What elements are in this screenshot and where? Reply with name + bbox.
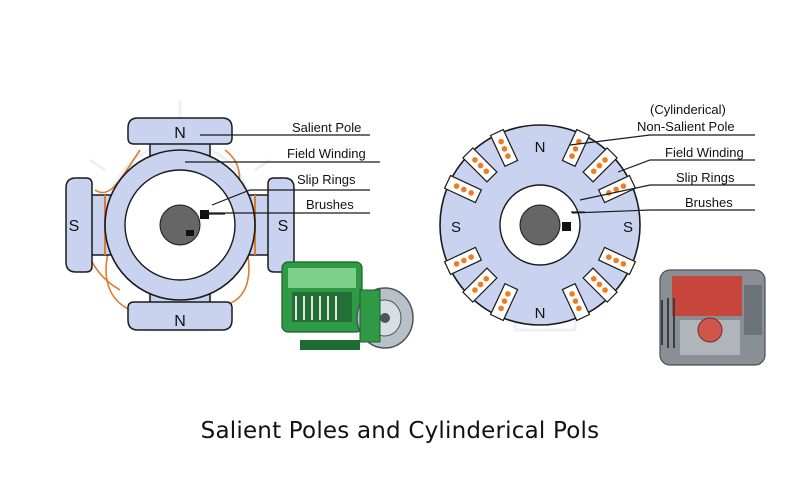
winding-conductor [498,138,504,145]
pole-label-right-right: S [623,219,633,236]
pole-label-bottom-right: N [535,305,546,322]
salient-pole-rotor: N N S S [65,117,295,331]
winding-conductor [620,183,627,189]
callout-brushes-right: Brushes [685,195,733,210]
generator-photo [281,261,414,350]
pole-label-top: N [174,125,186,142]
left-callout-lines [185,134,380,214]
winding-conductor [569,153,575,159]
winding-conductor [602,287,608,293]
pole-label-top-right: N [535,139,546,156]
winding-conductor [602,157,608,163]
callout-field-winding-left: Field Winding [287,146,366,161]
rotor-slot [443,246,483,276]
winding-conductor [590,275,597,282]
winding-conductor [501,146,508,152]
callout-slip-rings-right: Slip Rings [676,170,735,185]
winding-conductor [472,287,478,293]
rotor-slot [462,147,498,183]
shaft [159,204,201,246]
winding-conductor [501,298,508,304]
winding-conductor [606,254,612,260]
pole-label-left: S [69,218,80,235]
cylindrical-rotor: N N S S [439,124,641,326]
callout-brushes-left: Brushes [306,197,354,212]
winding-conductor [613,186,619,193]
winding-conductor [453,261,460,267]
winding-conductor [453,183,460,189]
winding-conductor [483,275,490,282]
rotor-slot [561,128,591,168]
winding-conductor [620,261,627,267]
winding-conductor [483,168,490,175]
rotor-slots [443,128,637,322]
winding-conductor [569,291,575,297]
pole-label-left-right: S [451,219,461,236]
rotor-slot [582,147,618,183]
winding-conductor [505,291,511,297]
winding-conductor [472,157,478,163]
callout-field-winding-right: Field Winding [665,145,744,160]
figure-caption: Salient Poles and Cylinderical Pols [200,418,600,444]
winding-conductor [461,257,467,264]
brush [200,210,209,219]
winding-conductor [505,153,511,159]
rotor-slot [597,174,637,204]
rotor-slot [582,267,618,303]
pole-shoe-top [127,117,233,145]
pole-label-bottom: N [174,313,186,330]
rotor-slot [561,282,591,322]
winding-conductor [477,162,484,169]
winding-conductor [477,281,484,288]
winding-conductor [576,138,582,145]
rotor-slot [462,267,498,303]
callout-salient-pole: Salient Pole [292,120,361,135]
rotor-slot [597,246,637,276]
pole-shoe-bottom [127,301,233,331]
callout-non-salient-line1: (Cylinderical) [650,102,726,117]
rotor-slot [443,174,483,204]
winding-conductor [590,168,597,175]
callout-non-salient-line2: Non-Salient Pole [637,119,735,134]
pole-shoe-left [65,177,93,273]
callout-slip-rings-left: Slip Rings [297,172,356,187]
pole-label-right: S [278,218,289,235]
rotor-slot [489,282,519,322]
winding-conductor [596,162,603,169]
shaft-right [519,204,561,246]
rotor-slot [489,128,519,168]
winding-conductor [572,298,579,304]
winding-conductor [468,190,474,196]
winding-conductor [461,186,467,193]
winding-conductor [613,257,619,264]
alternator-photo [659,269,766,366]
winding-conductor [596,281,603,288]
winding-conductor [576,305,582,312]
winding-conductor [468,254,474,260]
right-callout-lines [569,134,755,214]
winding-conductor [498,305,504,312]
winding-conductor [572,146,579,152]
brush-right [562,222,571,231]
